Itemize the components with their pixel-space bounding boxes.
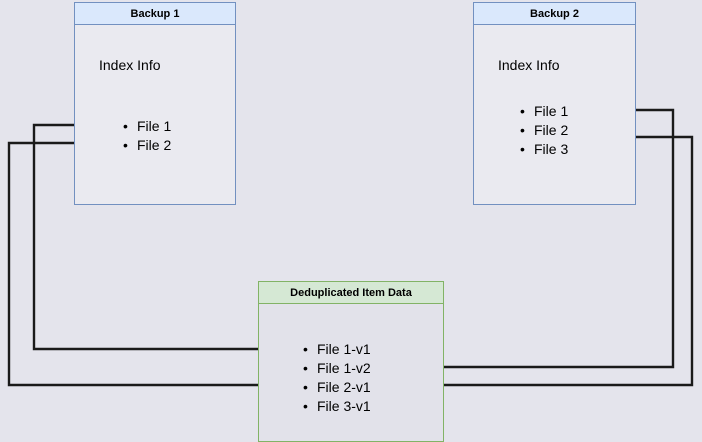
- list-item[interactable]: File 1: [520, 102, 568, 121]
- backup-2-body: Index Info File 1 File 2 File 3: [474, 25, 635, 204]
- backup-1-index-info-label: Index Info: [99, 57, 161, 73]
- list-item[interactable]: File 3-v1: [303, 397, 371, 416]
- dedup-box-title: Deduplicated Item Data: [259, 282, 443, 304]
- backup-1-box[interactable]: Backup 1 Index Info File 1 File 2: [74, 2, 236, 205]
- list-item[interactable]: File 3: [520, 140, 568, 159]
- backup-2-box[interactable]: Backup 2 Index Info File 1 File 2 File 3: [473, 2, 636, 205]
- backup-2-file-list: File 1 File 2 File 3: [520, 102, 568, 159]
- list-item[interactable]: File 1-v2: [303, 359, 371, 378]
- deduplicated-item-data-box[interactable]: Deduplicated Item Data File 1-v1 File 1-…: [258, 281, 444, 442]
- backup-1-body: Index Info File 1 File 2: [75, 25, 235, 204]
- backup-2-index-info-label: Index Info: [498, 57, 560, 73]
- list-item[interactable]: File 1-v1: [303, 340, 371, 359]
- dedup-file-list: File 1-v1 File 1-v2 File 2-v1 File 3-v1: [303, 340, 371, 416]
- list-item[interactable]: File 2-v1: [303, 378, 371, 397]
- backup-2-title: Backup 2: [474, 3, 635, 25]
- backup-1-file-list: File 1 File 2: [123, 117, 171, 155]
- list-item[interactable]: File 1: [123, 117, 171, 136]
- backup-1-title: Backup 1: [75, 3, 235, 25]
- list-item[interactable]: File 2: [520, 121, 568, 140]
- list-item[interactable]: File 2: [123, 136, 171, 155]
- dedup-box-body: File 1-v1 File 1-v2 File 2-v1 File 3-v1: [259, 304, 443, 441]
